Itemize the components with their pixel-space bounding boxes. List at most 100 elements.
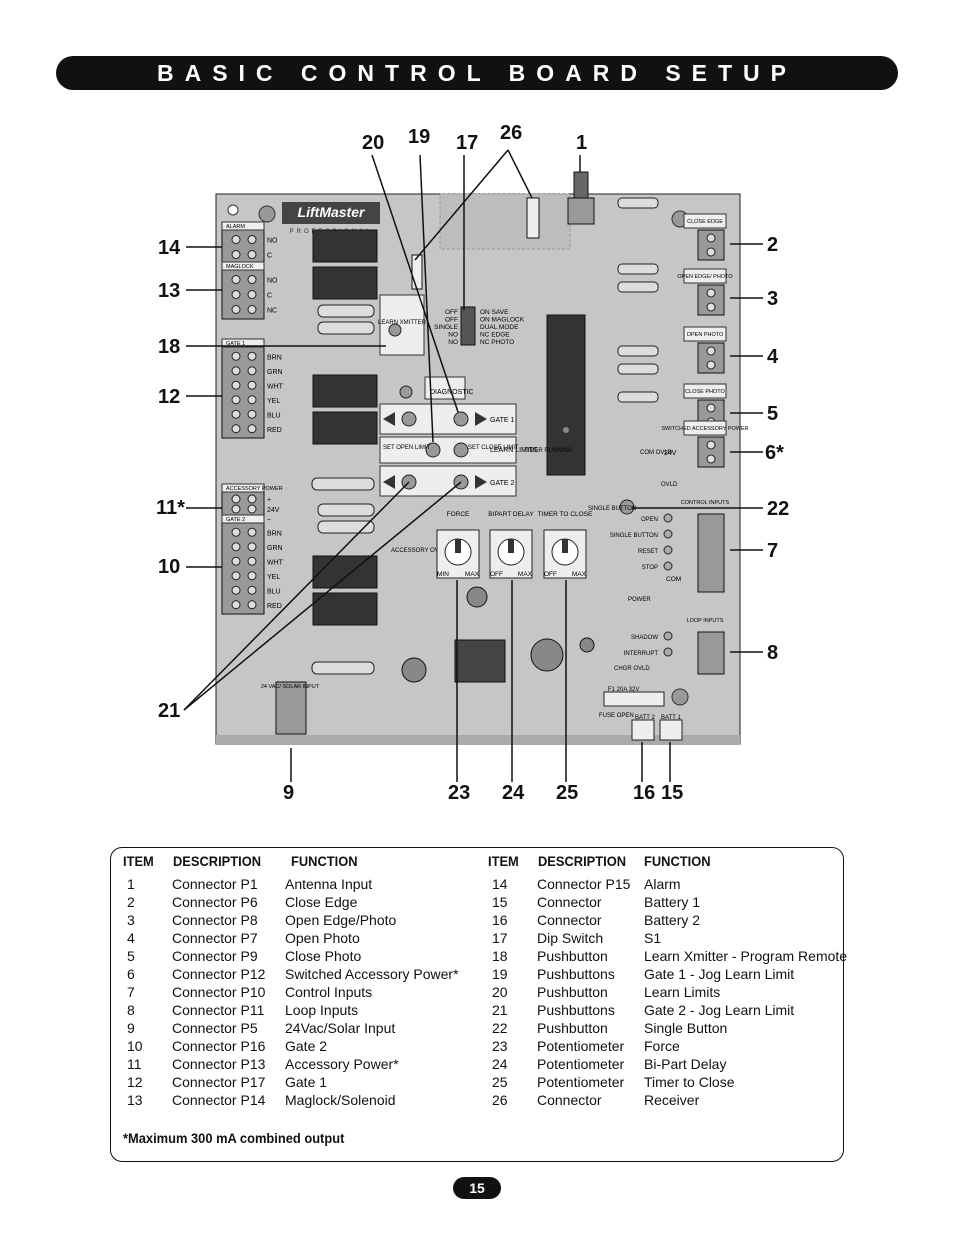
table-description: Connector P9 (172, 948, 258, 964)
table-function: Learn Xmitter - Program Remote (644, 948, 848, 964)
callout-number: 17 (456, 132, 479, 154)
terminal-label: WHT (267, 559, 284, 566)
callout-number: 18 (158, 336, 181, 358)
table-function: S1 (644, 930, 662, 946)
callout-number: 13 (158, 280, 181, 302)
terminal-label: RED (267, 427, 282, 434)
loop-input-label: SHADOW (631, 635, 658, 641)
callout-number: 5 (767, 403, 779, 425)
table-item-number: 26 (492, 1092, 508, 1108)
table-description: Pushbuttons (537, 1002, 615, 1018)
callout-number: 4 (767, 346, 779, 368)
svg-text:FUSE OPEN: FUSE OPEN (599, 713, 634, 719)
footnote: *Maximum 300 mA combined output (123, 1130, 345, 1146)
connector-group-title: MAGLOCK (226, 264, 254, 270)
table-function: Force (644, 1038, 680, 1054)
table-function: Gate 1 - Jog Learn Limit (644, 966, 795, 982)
table-function: Switched Accessory Power* (285, 966, 459, 982)
terminal-label: NC (267, 308, 277, 315)
table-description: Connector P10 (172, 984, 266, 1000)
dip-left-label: NO (448, 332, 458, 339)
terminal-label: + (267, 497, 271, 504)
header-description: DESCRIPTION (538, 853, 627, 869)
table-function: Battery 2 (644, 912, 701, 928)
table-item-number: 3 (127, 912, 135, 928)
control-board-diagram: LiftMaster PROFESSIONAL ALARMNOCMAGLOCKN… (0, 110, 954, 830)
pot-min: MIN (437, 571, 449, 578)
table-description: Connector P12 (172, 966, 266, 982)
callout-number: 9 (283, 782, 295, 804)
table-item-number: 14 (492, 876, 508, 892)
pot-title: FORCE (447, 511, 470, 518)
svg-text:OVLD: OVLD (661, 482, 678, 488)
pot-min: OFF (490, 571, 503, 578)
dip-left-label: OFF (445, 317, 458, 324)
terminal-label: C (267, 253, 272, 260)
table-description: Potentiometer (537, 1038, 625, 1054)
right-connector-label: OPEN EDGE/ PHOTO (677, 274, 733, 280)
table-function: Timer to Close (644, 1074, 735, 1090)
table-description: Connector (537, 894, 602, 910)
table-description: Pushbutton (537, 948, 608, 964)
table-item-number: 15 (492, 894, 508, 910)
callout-number: 22 (767, 498, 790, 520)
dip-right-label: ON MAGLOCK (480, 317, 525, 324)
control-input-label: SINGLE BUTTON (610, 533, 658, 539)
table-function: Accessory Power* (285, 1056, 399, 1072)
right-connector-label: SWITCHED ACCESSORY POWER (661, 426, 748, 432)
table-function: Open Photo (285, 930, 360, 946)
table-description: Connector P16 (172, 1038, 266, 1054)
callout-number: 3 (767, 288, 779, 310)
svg-text:LEARN XMITTER: LEARN XMITTER (378, 320, 427, 326)
table-item-number: 20 (492, 984, 508, 1000)
svg-text:GATE 1: GATE 1 (490, 417, 514, 424)
svg-text:SINGLE BUTTON: SINGLE BUTTON (588, 506, 636, 512)
control-input-label: RESET (638, 549, 658, 555)
pot-title: BIPART DELAY (488, 511, 534, 518)
table-description: Connector P13 (172, 1056, 266, 1072)
table-item-number: 10 (127, 1038, 143, 1054)
table-function: Battery 1 (644, 894, 701, 910)
table-item-number: 7 (127, 984, 135, 1000)
table-description: Connector P11 (172, 1002, 265, 1018)
svg-text:F1 20A 32V: F1 20A 32V (608, 687, 639, 693)
terminal-label: WHT (267, 383, 284, 390)
callout-number: 23 (448, 782, 471, 804)
table-description: Connector P8 (172, 912, 258, 928)
table-item-number: 19 (492, 966, 508, 982)
terminal-label: NO (267, 278, 278, 285)
table-description: Connector P7 (172, 930, 258, 946)
table-description: Connector (537, 912, 602, 928)
right-connector-label: CLOSE PHOTO (685, 389, 725, 395)
table-function: Close Photo (285, 948, 362, 964)
table-function: Antenna Input (285, 876, 373, 892)
svg-text:ACCESSORY OVLD: ACCESSORY OVLD (391, 548, 447, 554)
table-item-number: 23 (492, 1038, 508, 1054)
connector-group-title: ALARM (226, 224, 245, 230)
pot-max: MAX (518, 571, 533, 578)
table-function: Maglock/Solenoid (285, 1092, 396, 1108)
table-item-number: 17 (492, 930, 508, 946)
table-description: Connector P17 (172, 1074, 266, 1090)
control-inputs-title: CONTROL INPUTS (681, 500, 730, 506)
callout-number: 8 (767, 642, 779, 664)
terminal-label: GRN (267, 545, 283, 552)
table-function: Learn Limits (644, 984, 721, 1000)
table-item-number: 25 (492, 1074, 508, 1090)
table-item-number: 6 (127, 966, 135, 982)
callout-number: 15 (661, 782, 684, 804)
table-function: Gate 2 (285, 1038, 328, 1054)
svg-text:CHGR OVLD: CHGR OVLD (614, 666, 650, 672)
svg-text:COM OVLD: COM OVLD (640, 450, 673, 456)
header-item: ITEM (123, 853, 154, 869)
dip-left-label: SINGLE (434, 324, 459, 331)
dip-left-label: NO (448, 339, 458, 346)
com-label: COM (666, 576, 681, 583)
callout-number: 14 (158, 237, 181, 259)
table-description: Pushbuttons (537, 966, 615, 982)
table-item-number: 9 (127, 1020, 135, 1036)
pot-max: MAX (465, 571, 480, 578)
table-item-number: 1 (127, 876, 135, 892)
table-item-number: 5 (127, 948, 135, 964)
table-function: Loop Inputs (285, 1002, 359, 1018)
